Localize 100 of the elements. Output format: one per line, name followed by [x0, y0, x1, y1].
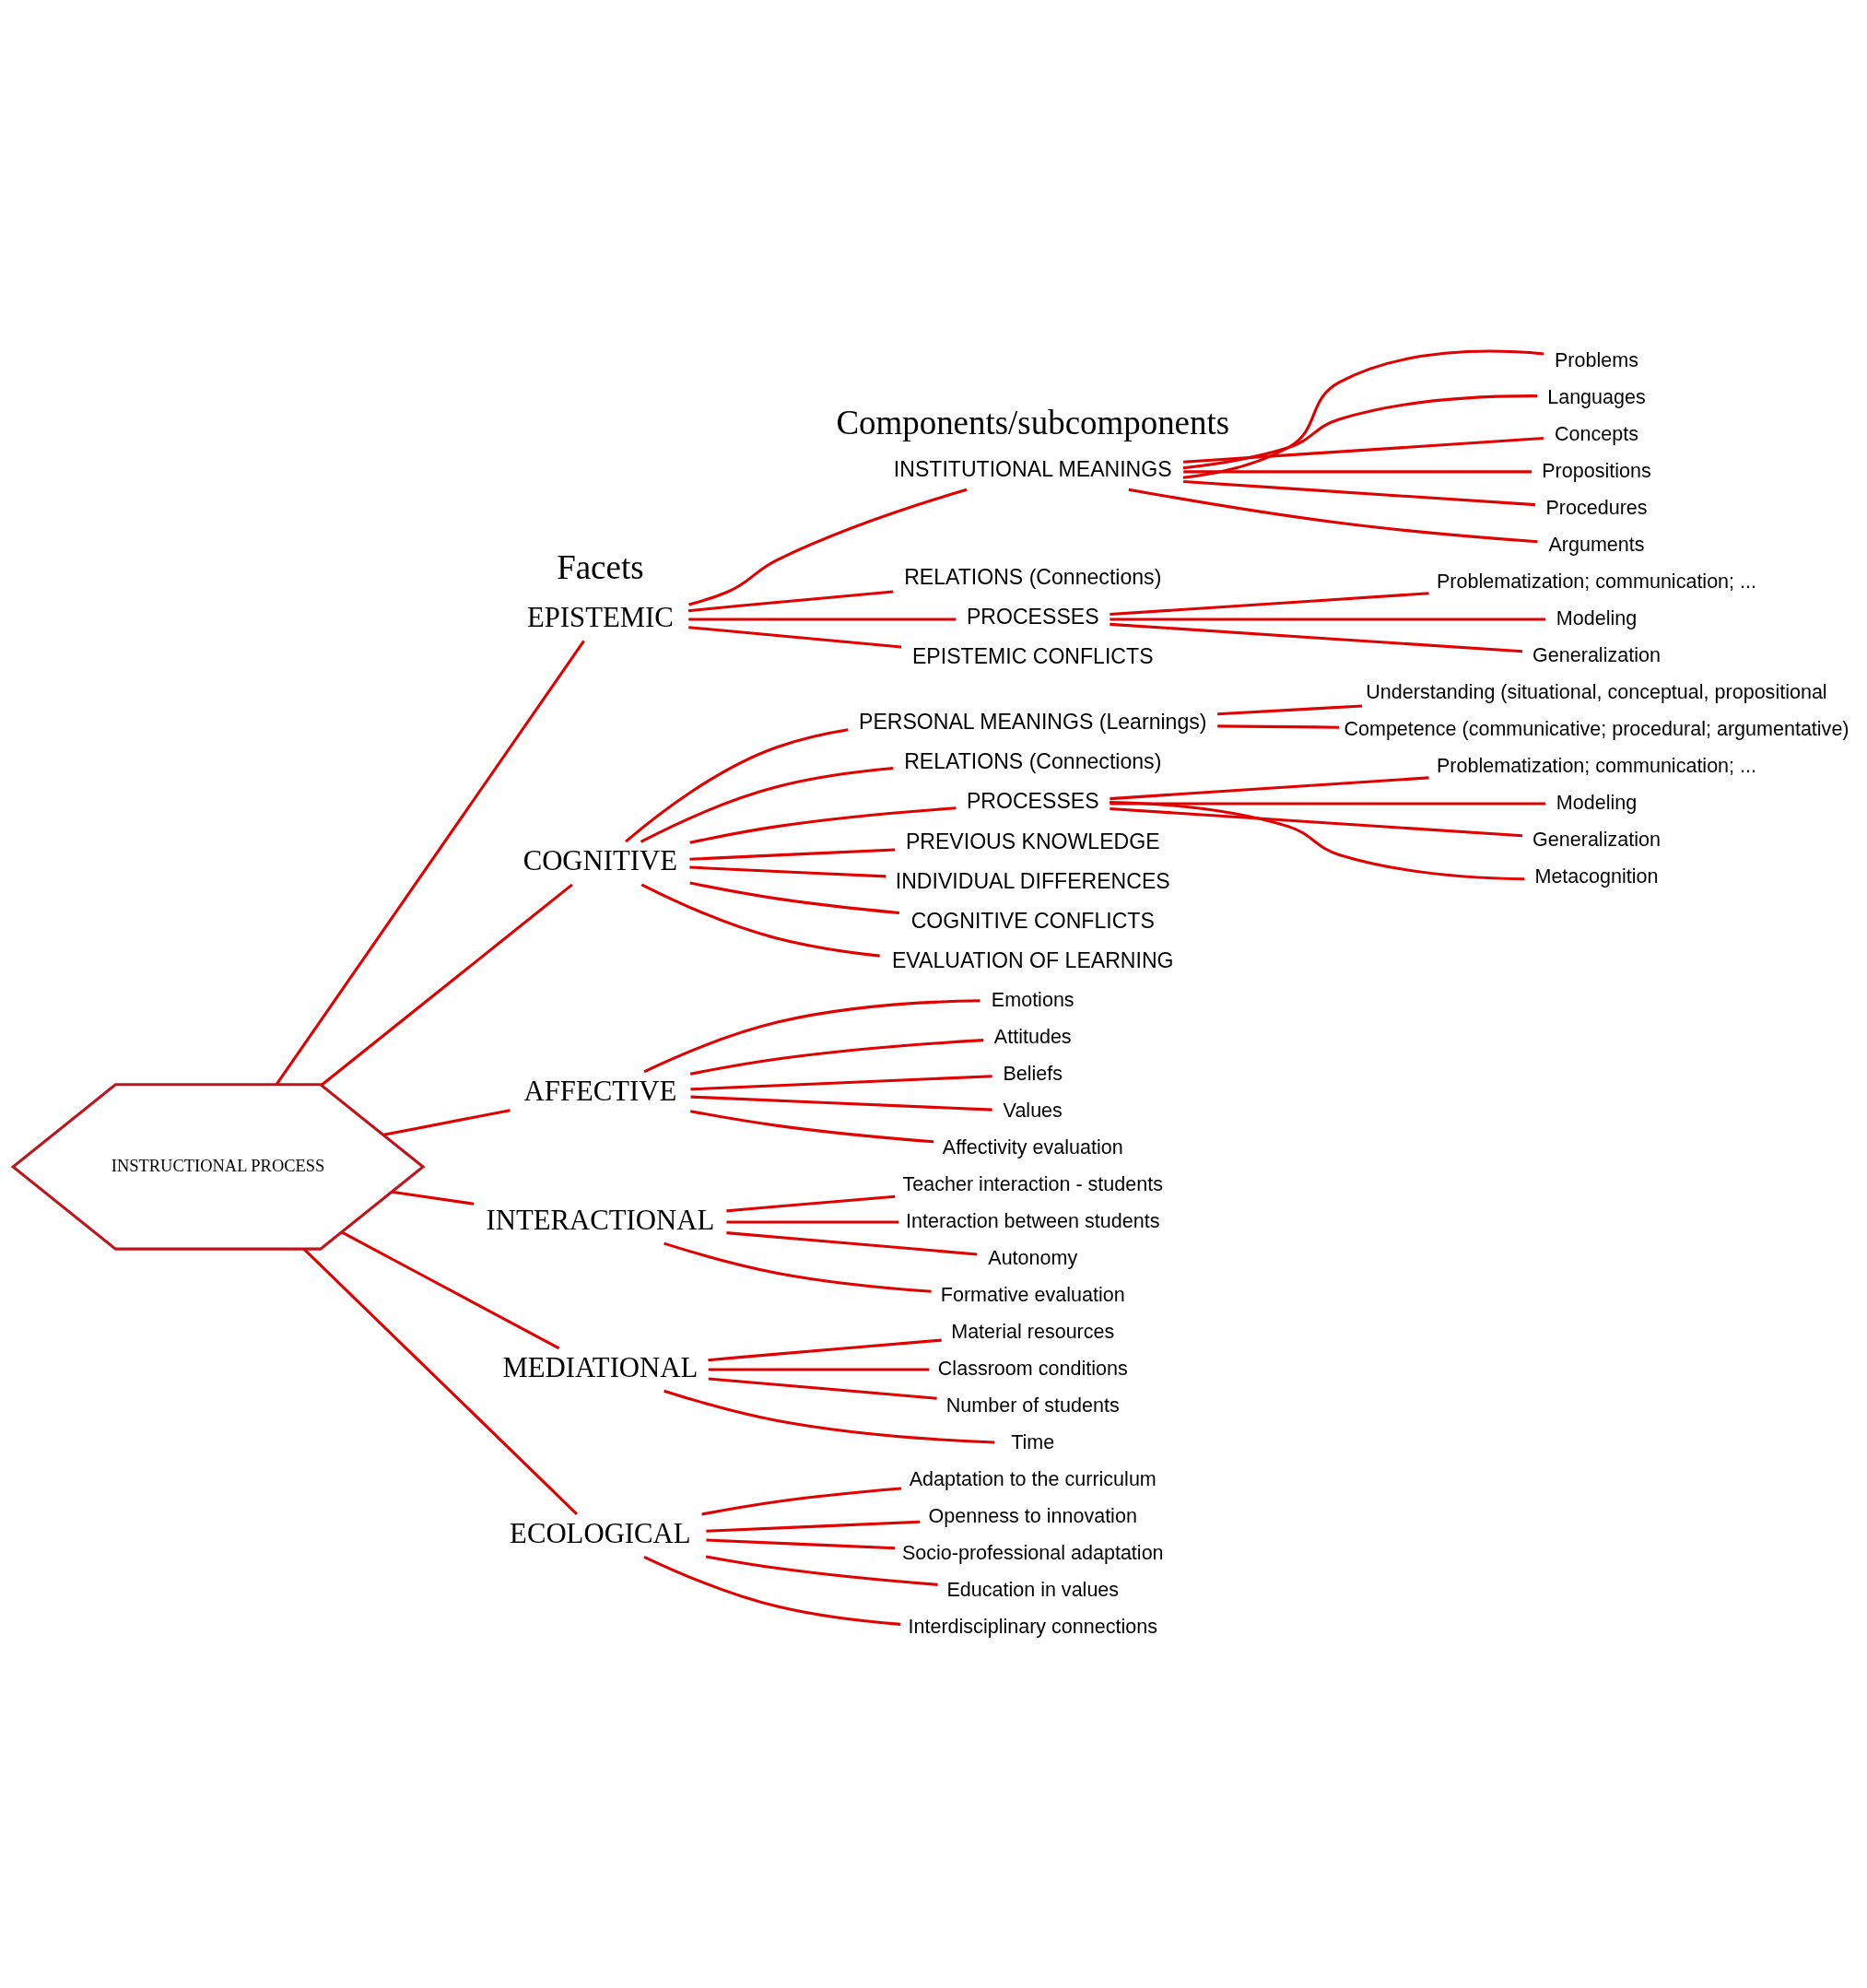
connector	[726, 1219, 899, 1224]
node-text: INTERACTIONAL	[486, 1204, 715, 1236]
node-text: EVALUATION OF LEARNING	[891, 947, 1174, 972]
connector	[701, 1486, 902, 1515]
connector	[341, 1230, 560, 1349]
node-text: Classroom conditions	[937, 1357, 1128, 1380]
node-text: Generalization	[1532, 643, 1661, 666]
node-text: Languages	[1547, 385, 1646, 408]
connector	[625, 727, 849, 842]
connector	[688, 625, 902, 649]
node-text: Interdisciplinary connections	[908, 1615, 1157, 1638]
connector	[690, 1095, 992, 1112]
node-text: EPISTEMIC CONFLICTS	[911, 643, 1154, 668]
node-text: Modeling	[1556, 606, 1638, 629]
node-text: Number of students	[945, 1394, 1120, 1417]
node-text: Problems	[1555, 348, 1638, 371]
connector	[1128, 488, 1538, 543]
node-text: COGNITIVE CONFLICTS	[910, 908, 1155, 933]
connector	[726, 1230, 978, 1255]
node-text: Formative evaluation	[940, 1283, 1125, 1306]
connector	[1110, 591, 1429, 616]
connector	[690, 1074, 992, 1090]
node-text: Understanding (situational, conceptual, propositional	[1366, 680, 1827, 703]
connector	[689, 806, 957, 844]
connector	[706, 1520, 921, 1533]
connector	[705, 1554, 938, 1586]
connector	[302, 1247, 578, 1515]
node-text: Metacognition	[1534, 865, 1659, 888]
connector	[706, 1537, 896, 1549]
node-text: Time	[1011, 1430, 1055, 1453]
connector	[1110, 800, 1525, 880]
node-text: Affectivity evaluation	[942, 1135, 1123, 1159]
node-text: Openness to innovation	[928, 1504, 1137, 1527]
node-text: Procedures	[1545, 496, 1648, 519]
node-text: Concepts	[1555, 422, 1638, 445]
node-text: Problematization; communication; ...	[1436, 754, 1757, 777]
connector	[688, 488, 968, 606]
label: Facets	[557, 547, 644, 586]
connector	[708, 1338, 942, 1361]
connector	[1182, 349, 1544, 479]
node-text: PERSONAL MEANINGS (Learnings)	[859, 709, 1207, 734]
connector	[1110, 801, 1546, 806]
node-text: EPISTEMIC	[526, 601, 674, 633]
connector	[1182, 394, 1538, 469]
node-text: AFFECTIVE	[523, 1075, 677, 1107]
connector	[1183, 436, 1544, 464]
node-text: Generalization	[1532, 828, 1661, 851]
connector	[1110, 775, 1429, 800]
node-text: PROCESSES	[966, 788, 1099, 813]
connector	[1110, 622, 1523, 653]
connector	[1183, 469, 1532, 473]
connector	[640, 766, 894, 843]
connector	[689, 1038, 984, 1076]
connector	[1110, 617, 1546, 620]
node-text: Propositions	[1542, 459, 1651, 482]
connector	[726, 1194, 896, 1212]
connector	[688, 617, 957, 620]
node-text: PREVIOUS KNOWLEDGE	[905, 828, 1160, 853]
node-text: RELATIONS (Connections)	[904, 748, 1162, 773]
connector	[663, 1389, 995, 1443]
node-text: Interaction between students	[906, 1209, 1160, 1232]
connector	[1183, 479, 1536, 506]
node-text: RELATIONS (Connections)	[904, 564, 1162, 589]
node-text: Teacher interaction - students	[902, 1172, 1163, 1195]
connector	[689, 865, 887, 877]
node-text: Competence (communicative; procedural; argumentative)	[1344, 717, 1849, 740]
node-text: Material resources	[951, 1320, 1115, 1343]
connector	[708, 1368, 930, 1371]
connector	[1110, 806, 1523, 837]
node-text: INSTITUTIONAL MEANINGS	[893, 456, 1172, 481]
connector	[1217, 723, 1339, 729]
node-text: Beliefs	[1003, 1062, 1063, 1085]
node-text: Arguments	[1548, 533, 1645, 556]
connector	[321, 883, 573, 1086]
connector	[640, 882, 880, 958]
node-text: Education in values	[946, 1578, 1120, 1601]
node-text: Autonomy	[988, 1246, 1078, 1269]
node-text: Attitudes	[993, 1025, 1072, 1048]
connector	[275, 639, 585, 1085]
node-text: INDIVIDUAL DIFFERENCES	[895, 868, 1170, 893]
connector	[1217, 704, 1363, 715]
connector	[689, 1109, 934, 1143]
node-text: Emotions	[991, 988, 1074, 1011]
node-text: MEDIATIONAL	[502, 1351, 699, 1383]
node-text: Modeling	[1556, 791, 1638, 814]
node-text: Adaptation to the curriculum	[909, 1467, 1157, 1490]
node-text: ECOLOGICAL	[510, 1517, 691, 1549]
node-text: COGNITIVE	[523, 844, 678, 876]
connector	[689, 881, 900, 914]
connector	[663, 1241, 932, 1293]
connector	[687, 590, 894, 612]
connector	[383, 1108, 511, 1136]
connector	[708, 1376, 937, 1400]
label: Components/subcomponents	[836, 403, 1230, 441]
connector	[689, 847, 896, 861]
connector	[643, 998, 980, 1073]
node-text: Values	[1003, 1099, 1063, 1122]
node-text: Socio-professional adaptation	[901, 1541, 1164, 1564]
node-text: Problematization; communication; ...	[1436, 570, 1757, 593]
node-text: PROCESSES	[966, 604, 1099, 629]
